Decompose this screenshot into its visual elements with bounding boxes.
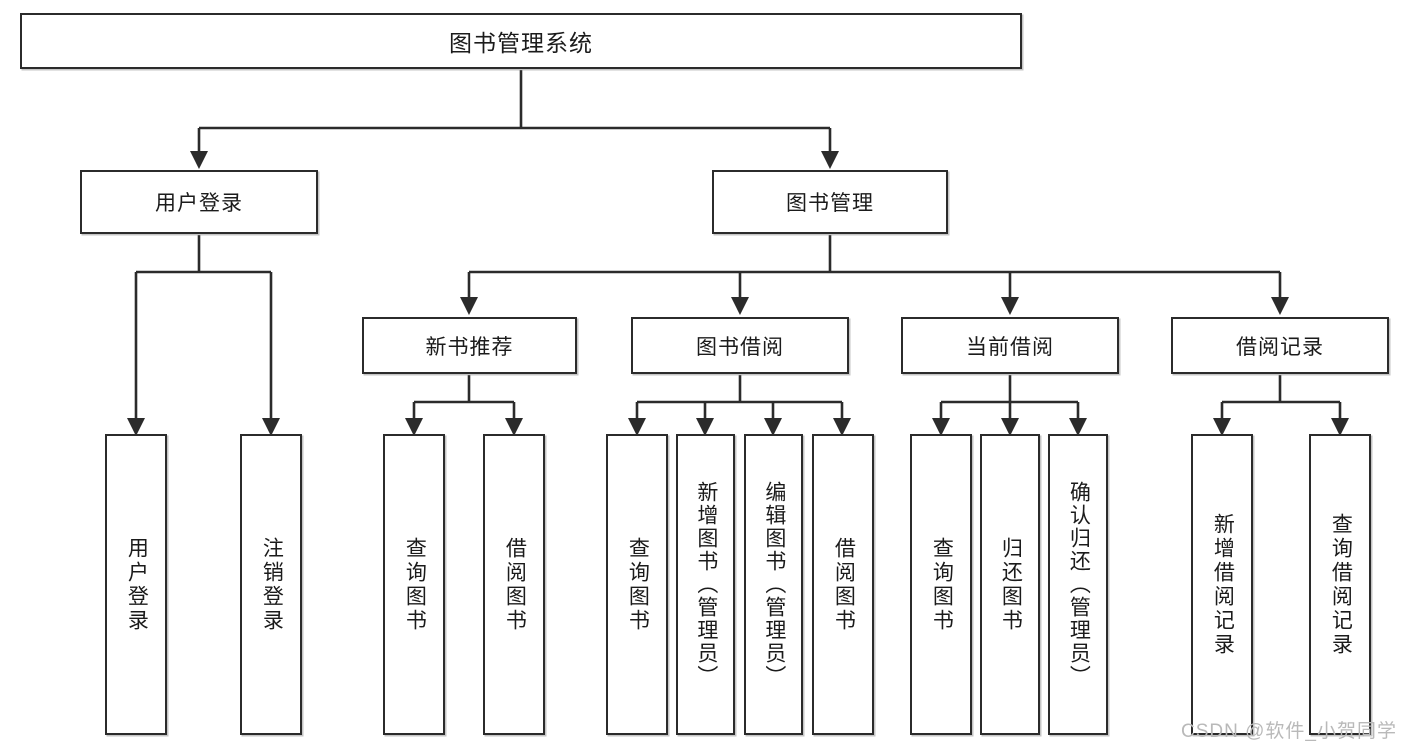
leaf-book-borrow-add-book-admin[interactable]: 新增图书（管理员）: [676, 434, 735, 735]
node-label: 用户登录: [155, 192, 243, 215]
node-label: 借阅图书: [503, 536, 527, 633]
node-book-borrow[interactable]: 图书借阅: [631, 317, 849, 374]
leaf-borrow-record-query-record[interactable]: 查询借阅记录: [1309, 434, 1371, 735]
node-label: 新增借阅记录: [1211, 512, 1235, 657]
node-book-management[interactable]: 图书管理: [712, 170, 948, 234]
leaf-current-borrow-confirm-return-admin[interactable]: 确认归还（管理员）: [1048, 434, 1108, 735]
leaf-new-book-query-book[interactable]: 查询图书: [383, 434, 445, 735]
node-borrow-record[interactable]: 借阅记录: [1171, 317, 1389, 374]
csdn-watermark: CSDN @软件_小贺同学: [1181, 721, 1397, 742]
leaf-book-borrow-borrow-book[interactable]: 借阅图书: [812, 434, 874, 735]
node-label: 查询图书: [403, 536, 427, 633]
node-user-login[interactable]: 用户登录: [80, 170, 318, 234]
node-label: 新增图书（管理员）: [694, 481, 718, 688]
leaf-borrow-record-add-record[interactable]: 新增借阅记录: [1191, 434, 1253, 735]
node-label: 图书借阅: [696, 335, 784, 359]
node-new-book-recommend[interactable]: 新书推荐: [362, 317, 577, 374]
node-label: 新书推荐: [425, 335, 514, 359]
node-label: 借阅图书: [832, 536, 856, 633]
node-label: 注销登录: [260, 536, 284, 633]
node-label: 查询图书: [626, 536, 650, 633]
node-label: 图书管理: [786, 192, 874, 215]
node-current-borrow[interactable]: 当前借阅: [901, 317, 1119, 374]
leaf-user-login-logout[interactable]: 注销登录: [240, 434, 302, 735]
leaf-current-borrow-return-book[interactable]: 归还图书: [980, 434, 1040, 735]
leaf-book-borrow-edit-book-admin[interactable]: 编辑图书（管理员）: [744, 434, 803, 735]
node-label: 用户登录: [125, 536, 149, 633]
node-label: 当前借阅: [966, 335, 1054, 359]
leaf-current-borrow-query-book[interactable]: 查询图书: [910, 434, 972, 735]
node-label: 图书管理系统: [449, 30, 593, 56]
node-label: 查询图书: [930, 536, 954, 633]
node-label: 借阅记录: [1236, 335, 1324, 359]
node-label: 归还图书: [999, 536, 1023, 633]
node-root-book-management-system[interactable]: 图书管理系统: [20, 13, 1022, 69]
leaf-book-borrow-query-book[interactable]: 查询图书: [606, 434, 668, 735]
node-label: 编辑图书（管理员）: [762, 481, 786, 688]
node-label: 查询借阅记录: [1329, 512, 1353, 657]
leaf-user-login-login[interactable]: 用户登录: [105, 434, 167, 735]
node-label: 确认归还（管理员）: [1067, 481, 1091, 688]
leaf-new-book-borrow-book[interactable]: 借阅图书: [483, 434, 545, 735]
